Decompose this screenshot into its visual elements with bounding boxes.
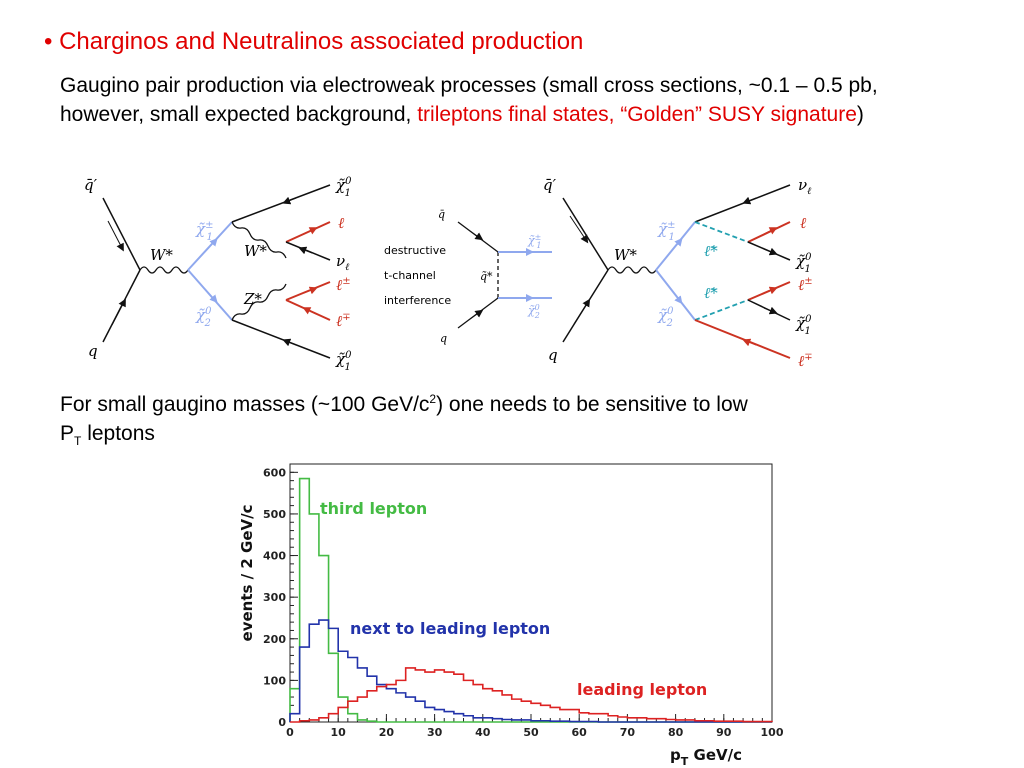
label-r-qbar-prime: q̄′ [543,176,557,194]
pt-text-rest: leptons [81,422,155,445]
label-slepton-top: ℓ̃* [704,242,718,260]
label-mid-chi1: χ̃±1 [527,233,541,250]
x-tick-label: 0 [286,726,294,739]
series-label-leading-lepton: leading lepton [577,680,707,699]
label-r-lepton-mp: ℓ∓ [798,352,813,370]
label-w-star: W* [150,246,173,264]
intro-text: Gaugino pair production via electroweak … [60,74,878,126]
label-r-q: q [548,346,558,364]
y-tick-label: 500 [263,508,286,521]
label-w-star-2: W* [244,242,267,260]
mass-text-sup: 2 [429,392,437,406]
x-tick-label: 80 [668,726,684,739]
label-mid-qbar: q̄ [438,208,445,221]
label-z-star: Z* [243,290,262,308]
y-tick-label: 300 [263,591,286,604]
x-tick-label: 30 [427,726,443,739]
axes: 0 10 20 30 40 50 60 70 80 90 100 0 100 200 300 400 500 60… [263,463,784,739]
note-t-channel: t-channel [384,269,436,282]
x-tick-label: 50 [523,726,539,739]
x-tick-label: 70 [620,726,636,739]
mass-text-post: ) one needs to be sensitive to low [436,393,748,416]
label-q: q [88,342,98,360]
pt-text-p: P [60,422,75,445]
x-tick-label: 10 [331,726,347,739]
label-r-lepton-pm: ℓ± [798,276,813,294]
series-group [289,477,773,723]
label-r-lepton: ℓ [800,214,806,232]
y-tick-label: 100 [263,674,286,687]
intro-paragraph: Gaugino pair production via electroweak … [60,71,960,129]
mass-text-pre: For small gaugino masses (~100 GeV/c [60,393,430,416]
x-tick-label: 40 [475,726,491,739]
y-tick-label: 600 [263,466,286,479]
plot-frame [289,463,773,723]
label-lepton-mp: ℓ∓ [336,312,351,330]
label-chargino: χ̃±1 [195,220,213,243]
chart-labels: third lepton next to leading lepton leadin… [238,499,742,766]
label-r-neutrino: νℓ [798,176,811,197]
label-neutrino: νℓ [336,252,349,273]
note-destructive: destructive [384,244,446,257]
label-qbar-prime: q̄′ [84,176,98,194]
mass-paragraph: For small gaugino masses (~100 GeV/c2) o… [60,390,960,448]
x-tick-label: 60 [572,726,588,739]
y-axis-label: events / 2 GeV/c [238,505,256,642]
label-lepton: ℓ [338,214,344,232]
label-squark: q̃* [480,270,493,283]
slide-title: • Charginos and Neutralinos associated p… [44,28,584,55]
x-axis-label: pT GeV/c [670,746,742,766]
label-r-w-star: W* [614,246,637,264]
label-mid-q: q [440,332,447,345]
x-tick-label: 90 [716,726,732,739]
series-label-third-lepton: third lepton [320,499,427,518]
label-slepton-bottom: ℓ̃* [704,284,718,302]
series-next-to-leading-lepton [289,619,772,723]
label-r-chargino: χ̃±1 [657,220,675,243]
series-leading-lepton [290,667,773,723]
y-tick-label: 0 [278,716,286,729]
plot-area [289,463,773,723]
intro-highlight: trileptons final states, “Golden” SUSY s… [417,103,857,126]
series-label-next-to-leading-lepton: next to leading lepton [350,619,550,638]
x-tick-label: 20 [379,726,395,739]
intro-close: ) [856,103,864,126]
pt-text-sub: T [74,434,82,449]
label-lepton-pm: ℓ± [336,276,351,294]
note-interference: interference [384,294,451,307]
pt-histogram: 0 10 20 30 40 50 60 70 80 90 100 0 100 200 300 400 500 60… [232,450,792,766]
x-tick-label: 100 [761,726,784,739]
y-tick-label: 200 [263,633,286,646]
y-tick-label: 400 [263,550,286,563]
